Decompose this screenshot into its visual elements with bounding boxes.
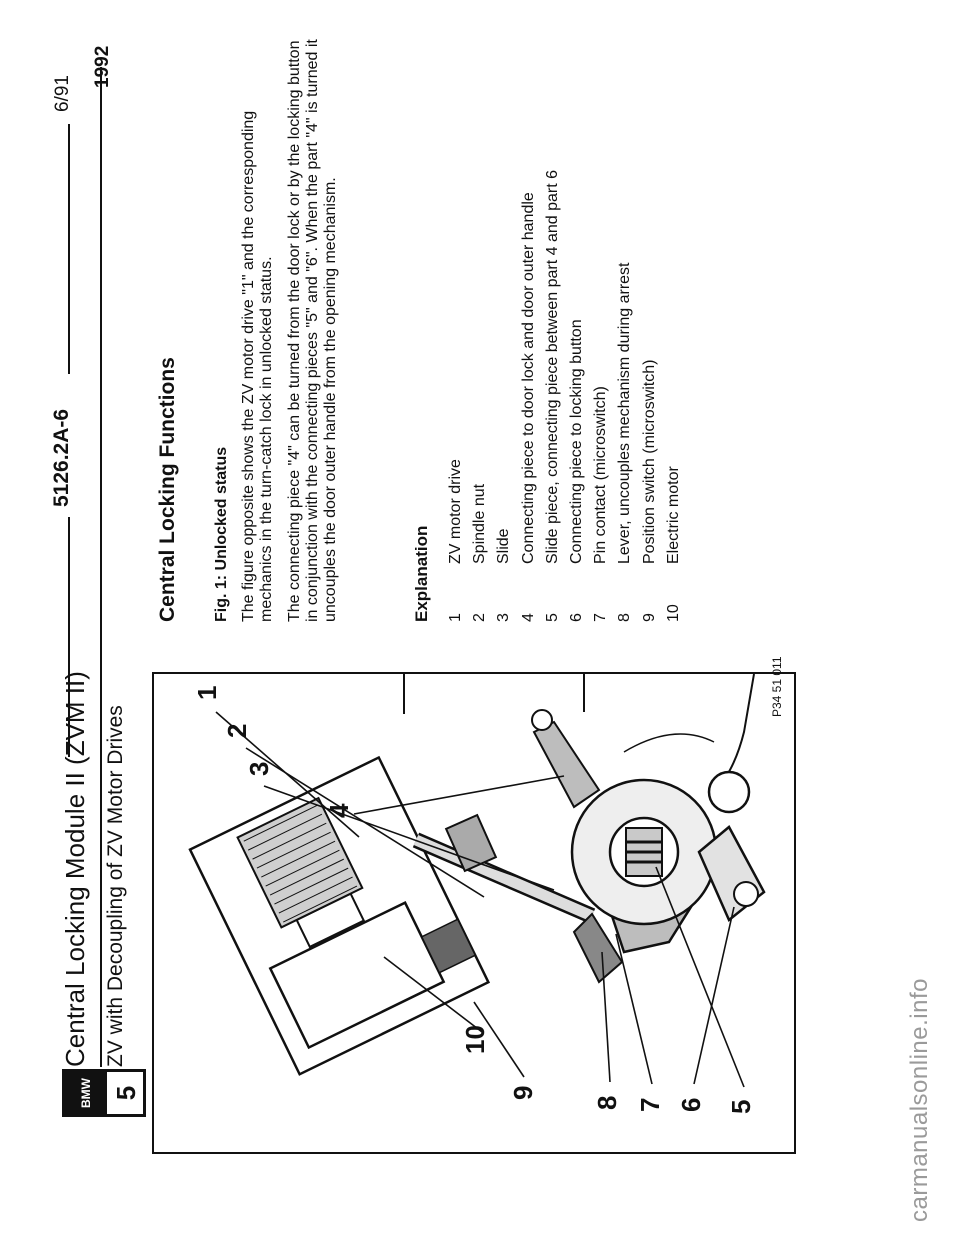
- callout-10: 10: [460, 1025, 490, 1054]
- callout-4: 4: [324, 803, 354, 818]
- logo-brand: BMW: [65, 1072, 107, 1114]
- item-number: 2: [471, 613, 489, 622]
- item-text: Spindle nut: [471, 483, 489, 564]
- callout-8: 8: [592, 1096, 622, 1110]
- item-text: ZV motor drive: [447, 459, 464, 564]
- item-number: 5: [543, 613, 561, 622]
- bmw-series-logo: BMW 5: [62, 1069, 146, 1117]
- paragraph-2: The connecting piece "4" can be turned f…: [286, 39, 339, 622]
- item-text: Lever, uncouples mechanism during arrest: [616, 262, 634, 565]
- item-text: Electric motor: [664, 466, 682, 564]
- list-item: 4 Connecting piece to door lock and door …: [517, 22, 541, 622]
- callout-7: 7: [635, 1098, 665, 1112]
- header-date: 6/91: [52, 75, 73, 112]
- callout-3: 3: [244, 762, 274, 776]
- item-text: Slide: [495, 528, 513, 564]
- callout-9: 9: [508, 1086, 538, 1100]
- list-item: 1 ZV motor drive: [444, 22, 468, 622]
- mechanism-drawing: 1 2 3 4 5 6 7 8 9 10: [188, 674, 766, 1114]
- list-item: 3 Slide: [492, 22, 516, 622]
- header-rule-right: [68, 124, 70, 374]
- item-text: Position switch (microswitch): [640, 359, 658, 564]
- callout-5: 5: [726, 1100, 756, 1114]
- item-number: 7: [592, 613, 610, 622]
- header-year: 1992: [92, 45, 113, 88]
- logo-series: 5: [111, 1085, 141, 1101]
- explanation-heading: Explanation: [412, 525, 431, 622]
- callout-1: 1: [192, 686, 222, 700]
- item-text: Connecting piece to door lock and door o…: [519, 192, 537, 564]
- callout-6: 6: [676, 1098, 706, 1112]
- item-number: 3: [495, 613, 513, 622]
- mechanism-figure: 1 2 3 4 5 6 7 8 9 10: [152, 672, 796, 1154]
- list-item: 5 Slide piece, connecting piece between p…: [541, 22, 565, 622]
- callout-2: 2: [222, 724, 252, 738]
- lever-part: [572, 912, 624, 984]
- section-heading: Central Locking Functions: [156, 357, 179, 622]
- watermark: carmanualsonline.info: [906, 978, 933, 1222]
- figure-reference: P34 51 011: [770, 656, 784, 718]
- list-item: 2 Spindle nut: [468, 22, 492, 622]
- item-number: 9: [640, 613, 658, 622]
- list-item: 7 Pin contact (microswitch): [589, 22, 613, 622]
- connecting-piece-4: [532, 720, 601, 809]
- item-number: 4: [519, 613, 537, 622]
- list-item: 6 Connecting piece to locking button: [565, 22, 589, 622]
- figure-caption: Fig. 1: Unlocked status: [213, 446, 230, 622]
- page-title: Central Locking Module II (ZVM II): [60, 671, 90, 1067]
- paragraph-1: The figure opposite shows the ZV motor d…: [240, 110, 275, 622]
- explanation-list: 1 ZV motor drive 2 Spindle nut 3 Slide 4 Con…: [444, 22, 686, 622]
- callout-leaders: [215, 711, 745, 1088]
- title-rule: [100, 67, 102, 1067]
- list-item: 10 Electric motor: [662, 22, 686, 622]
- spindle-shaft: [412, 813, 596, 924]
- item-number: 10: [664, 604, 682, 622]
- item-number: 1: [447, 613, 464, 622]
- document-number: 5126.2A-6: [50, 408, 73, 507]
- motor-housing: [188, 755, 491, 1076]
- page-subtitle: ZV with Decoupling of ZV Motor Drives: [104, 705, 127, 1067]
- item-number: 6: [567, 613, 585, 622]
- list-item: 9 Position switch (microswitch): [638, 22, 662, 622]
- item-text: Connecting piece to locking button: [567, 319, 585, 564]
- item-text: Pin contact (microswitch): [592, 386, 610, 564]
- item-number: 8: [616, 613, 634, 622]
- list-item: 8 Lever, uncouples mechanism during arres…: [613, 22, 637, 623]
- item-text: Slide piece, connecting piece between pa…: [543, 169, 561, 564]
